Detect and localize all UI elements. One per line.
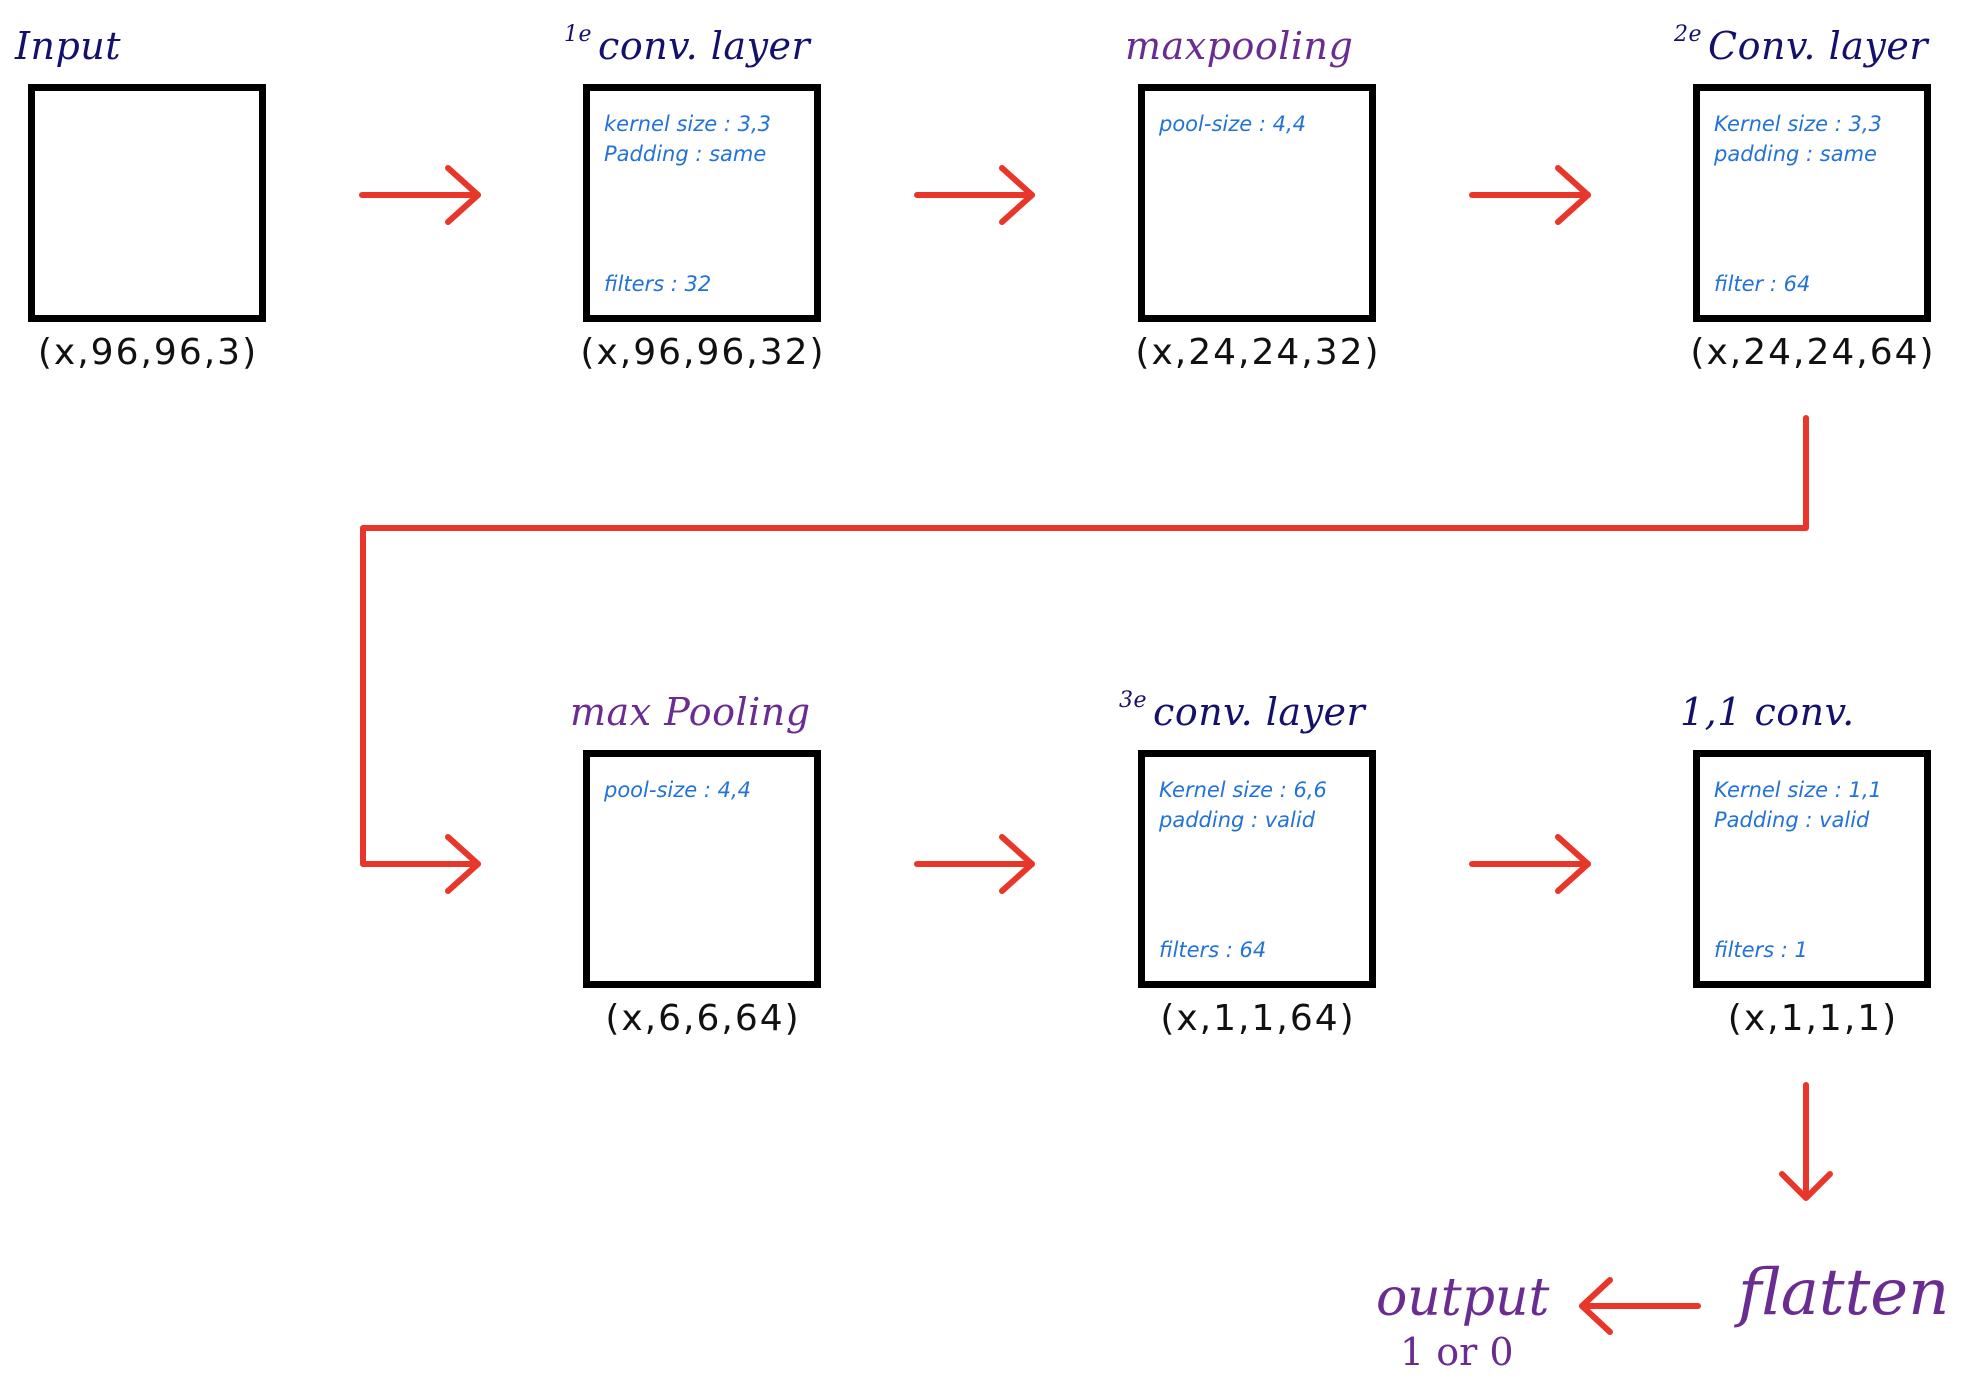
arrow-pool1-to-conv2 <box>1469 165 1591 225</box>
param-kernel-size: kernel size : 3,3 <box>604 112 771 136</box>
layer-title-sup: 3e <box>1119 688 1148 713</box>
param-kernel-size: Kernel size : 6,6 <box>1159 778 1327 802</box>
layer-title-text: max Pooling <box>570 690 811 734</box>
output-values: 1 or 0 <box>1400 1330 1514 1374</box>
output-shape: (x,1,1,64) <box>1160 998 1356 1039</box>
layer-box: Kernel size : 3,3 padding : same filter … <box>1693 84 1931 322</box>
arrow-conv3-to-conv4 <box>1469 834 1591 894</box>
layer-title-text: conv. layer <box>598 24 811 68</box>
layer-title: 1,1 conv. <box>1673 688 1855 734</box>
param-pool-size: pool-size : 4,4 <box>604 778 751 802</box>
layer-box <box>28 84 266 322</box>
param-padding: padding : valid <box>1159 808 1316 832</box>
layer-title-sup: 1e <box>564 22 593 47</box>
arrow-pool2-to-conv3 <box>914 834 1035 894</box>
output-shape: (x,24,24,32) <box>1135 332 1381 373</box>
arrow-conv2-to-pool2 <box>360 415 1809 894</box>
param-filters: filters : 32 <box>604 272 712 296</box>
param-padding: Padding : valid <box>1714 808 1870 832</box>
output-label: output <box>1376 1268 1550 1328</box>
layer-title-text: Input <box>15 24 122 68</box>
layer-title: max Pooling <box>563 688 811 734</box>
output-shape: (x,96,96,32) <box>580 332 826 373</box>
layer-title-text: maxpooling <box>1125 24 1354 68</box>
layer-title-text: Conv. layer <box>1708 24 1929 68</box>
param-padding: padding : same <box>1714 142 1877 166</box>
param-pool-size: pool-size : 4,4 <box>1159 112 1306 136</box>
param-kernel-size: Kernel size : 3,3 <box>1714 112 1882 136</box>
param-padding: Padding : same <box>604 142 767 166</box>
flatten-label: flatten <box>1738 1256 1950 1330</box>
output-shape: (x,96,96,3) <box>37 332 259 373</box>
layer-conv4: 1,1 conv. Kernel size : 1,1 Padding : va… <box>1680 690 1931 1039</box>
layer-pool2: max Pooling pool-size : 4,4 (x,6,6,64) <box>570 690 821 1039</box>
layer-box: Kernel size : 1,1 Padding : valid filter… <box>1693 750 1931 988</box>
arrow-flatten-to-output <box>1579 1277 1701 1335</box>
layer-title-text: conv. layer <box>1153 690 1366 734</box>
output-shape: (x,1,1,1) <box>1727 998 1899 1039</box>
layer-title: Input <box>8 22 121 68</box>
layer-box: Kernel size : 6,6 padding : valid filter… <box>1138 750 1376 988</box>
output-shape: (x,6,6,64) <box>605 998 801 1039</box>
layer-pool1: maxpooling pool-size : 4,4 (x,24,24,32) <box>1125 24 1379 373</box>
layer-box: pool-size : 4,4 <box>1138 84 1376 322</box>
param-filters: filter : 64 <box>1714 272 1811 296</box>
arrow-conv1-to-pool1 <box>914 165 1035 225</box>
param-kernel-size: Kernel size : 1,1 <box>1714 778 1882 802</box>
output-shape: (x,24,24,64) <box>1690 332 1936 373</box>
layer-box: pool-size : 4,4 <box>583 750 821 988</box>
layer-box: kernel size : 3,3 Padding : same filters… <box>583 84 821 322</box>
param-filters: filters : 1 <box>1714 938 1808 962</box>
layer-title-text: 1,1 conv. <box>1680 690 1855 734</box>
layer-input: Input (x,96,96,3) <box>15 24 266 373</box>
arrow-input-to-conv1 <box>359 165 481 225</box>
layer-title-sup: 2e <box>1674 22 1703 47</box>
param-filters: filters : 64 <box>1159 938 1267 962</box>
layer-title: maxpooling <box>1118 22 1353 68</box>
arrow-conv4-to-flatten <box>1779 1082 1833 1201</box>
